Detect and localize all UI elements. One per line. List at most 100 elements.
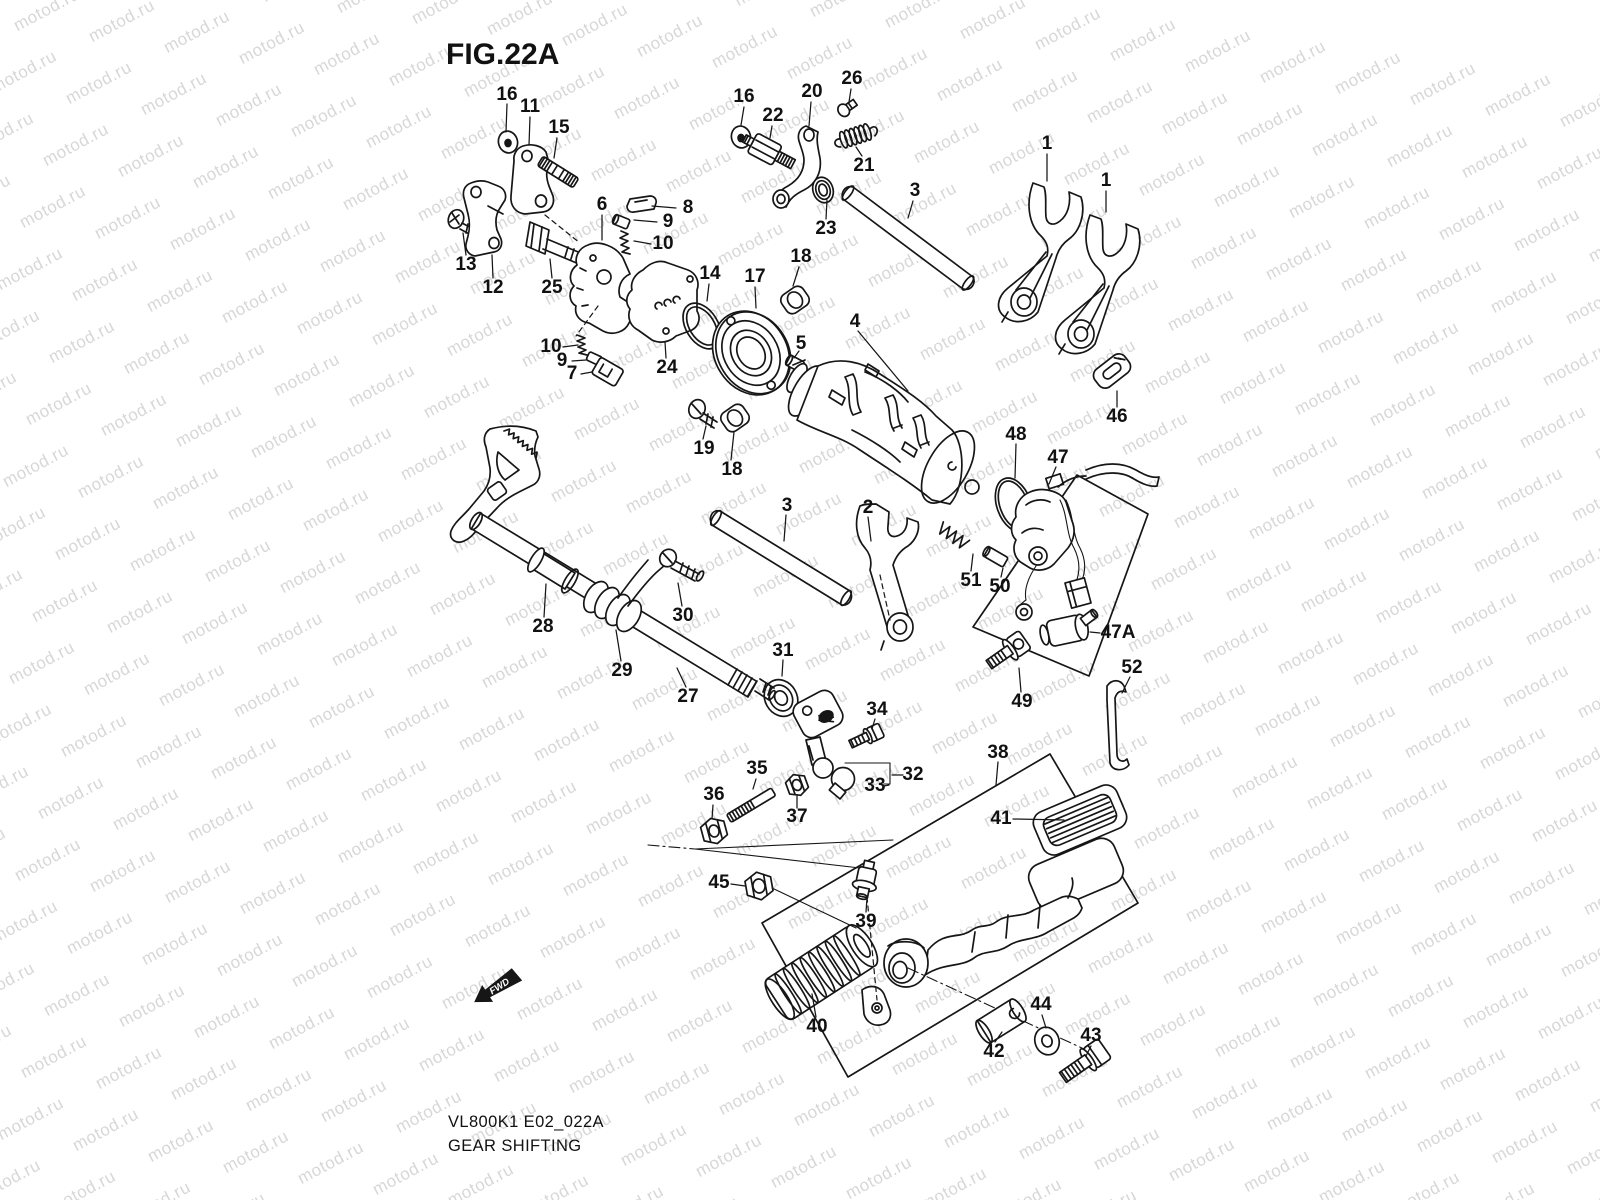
bracket-32 (883, 762, 891, 785)
washer-16a (497, 130, 519, 154)
leader-line-20 (808, 101, 812, 127)
leader-line-24 (664, 341, 667, 359)
figure-caption: GEAR SHIFTING (448, 1137, 582, 1155)
stopper-7 (591, 357, 624, 387)
leader-line-15 (553, 137, 558, 159)
leader-line-34 (871, 718, 876, 730)
part-label-26: 26 (841, 68, 863, 89)
leader-line-22 (769, 125, 773, 139)
leader-line-27 (676, 667, 687, 688)
part-label-16: 16 (496, 84, 518, 105)
leader-line-28 (543, 583, 547, 618)
washer-44 (1033, 1026, 1061, 1056)
gear-switch-47 (1010, 463, 1160, 621)
rod-35 (726, 787, 776, 823)
leader-line-2 (867, 516, 872, 542)
part-label-33: 33 (864, 775, 886, 796)
washer-18b (719, 403, 751, 433)
leader-line-14 (706, 283, 710, 302)
part-label-8: 8 (682, 197, 694, 218)
model-code: VL800K1 E02_022A (448, 1113, 604, 1131)
part-label-23: 23 (815, 218, 837, 239)
nut-36 (699, 817, 729, 845)
part-label-15: 15 (548, 117, 570, 138)
part-label-1: 1 (1041, 133, 1053, 154)
part-label-24: 24 (656, 357, 678, 378)
part-label-27: 27 (677, 686, 699, 707)
leader-line-44 (1041, 1014, 1047, 1029)
leader-line-3 (907, 200, 914, 219)
part-label-12: 12 (482, 277, 504, 298)
stopper-plate-8 (626, 195, 658, 214)
part-label-50: 50 (989, 576, 1011, 597)
bracket-46 (1092, 353, 1132, 389)
bolt-39 (851, 859, 878, 901)
footrest-40 (764, 924, 879, 1021)
pedal-arm (861, 877, 1083, 1026)
part-label-17: 17 (744, 266, 766, 287)
washer-18a (779, 285, 811, 315)
leader-line-8 (651, 205, 677, 209)
screw-19 (687, 398, 718, 429)
return-spring-29 (582, 559, 666, 633)
leader-line-9 (633, 219, 658, 223)
leader-line-5 (793, 350, 800, 359)
part-label-31: 31 (772, 640, 794, 661)
part-label-28: 28 (532, 616, 554, 637)
adjuster-22 (741, 133, 797, 170)
leader-line-11 (528, 116, 531, 146)
sleeve-28 (526, 547, 580, 594)
footer: VL800K1 E02_022A GEAR SHIFTING (448, 1110, 604, 1158)
leader-line-33 (883, 784, 890, 787)
pedal-pad-lower (1027, 837, 1125, 911)
part-label-39: 39 (855, 911, 877, 932)
part-label-29: 29 (611, 660, 633, 681)
pin-9a (611, 213, 631, 230)
bolt-49 (985, 630, 1032, 670)
part-label-25: 25 (541, 277, 563, 298)
figure-title: FIG.22A (446, 38, 560, 71)
gearshift-arm (449, 425, 541, 543)
shift-cam-drum-4 (786, 359, 980, 505)
leader-line-41 (1012, 818, 1065, 821)
part-label-36: 36 (703, 784, 725, 805)
gearshift-cam-6 (569, 242, 638, 334)
bolt-26 (837, 98, 859, 118)
shift-fork-1 (997, 182, 1084, 323)
sensor-47A (1039, 608, 1099, 647)
part-label-3: 3 (909, 180, 921, 201)
part-label-35: 35 (746, 758, 768, 779)
lever-12 (462, 180, 507, 257)
leader-line-26 (848, 88, 852, 103)
shift-arm-joint (792, 689, 856, 800)
fwd-arrow: FWD (474, 968, 523, 1003)
part-label-43: 43 (1080, 1025, 1102, 1046)
spring-10b (576, 334, 588, 356)
leader-line-16 (505, 103, 508, 133)
leader-line-29 (615, 629, 622, 662)
leader-line-49 (1018, 667, 1022, 693)
leader-line-23 (825, 199, 828, 220)
spring-51 (938, 521, 971, 549)
pedal-pad-41 (1032, 784, 1128, 856)
leader-line-47A (1089, 631, 1101, 634)
part-label-47: 47 (1047, 447, 1069, 468)
part-label-41: 41 (990, 808, 1012, 829)
leader-line-3 (783, 514, 787, 542)
part-label-13: 13 (455, 254, 477, 275)
part-label-20: 20 (801, 81, 823, 102)
part-label-9: 9 (556, 350, 568, 371)
leader-line-48 (1014, 443, 1017, 479)
part-label-10: 10 (652, 233, 674, 254)
leader-line-10 (633, 240, 652, 245)
fork-shaft-3b (709, 509, 853, 607)
spring-21 (834, 122, 878, 149)
leader-line-38 (995, 761, 999, 786)
part-label-52: 52 (1121, 657, 1143, 678)
part-label-40: 40 (806, 1016, 828, 1037)
leader-line-9 (571, 359, 587, 362)
clip-52 (1106, 679, 1130, 771)
part-label-16: 16 (733, 86, 755, 107)
